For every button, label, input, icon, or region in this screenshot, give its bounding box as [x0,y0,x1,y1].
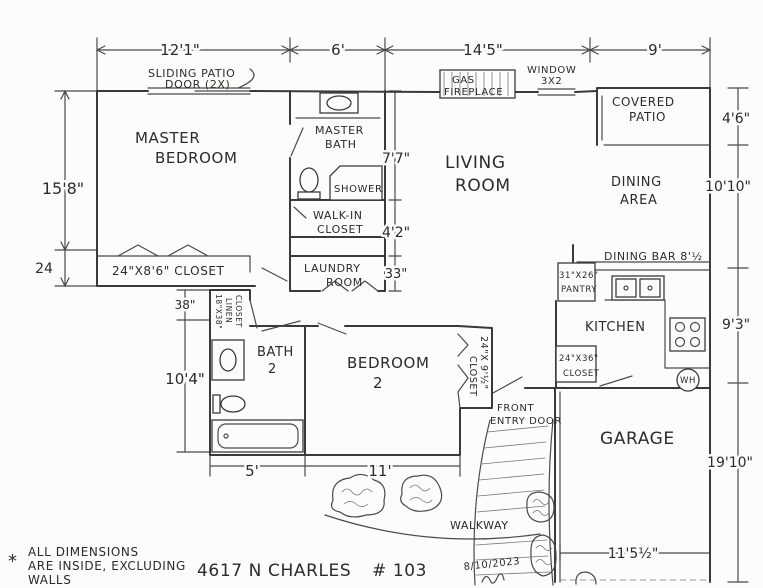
water-heater-circle [676,368,700,392]
dim-right-kitchen: 9'3" [722,317,750,333]
label-fireplace-line2: FIREPLACE [444,87,503,98]
bush-5 [575,571,597,585]
label-front-entry-line1: FRONT [497,403,534,414]
dim-left-closet: 24 [35,261,53,277]
label-pantry-line2: PANTRY [561,285,597,295]
label-bedroom2-line2: 2 [373,374,383,392]
dim-right-patio: 4'6" [722,111,750,127]
fireplace-box [439,69,516,99]
label-kitchen-closet-line2: CLOSET [563,369,600,379]
label-kitchen-closet-line1: 24"X36" [559,354,598,364]
dim-mid-laundry: 33" [385,267,408,282]
dim-bottom-bath2: 5' [245,462,259,480]
dim-top-master: 12'1" [160,41,200,59]
label-dining-bar: DINING BAR 8'½ [604,250,703,263]
label-master-bedroom-line1: MASTER [135,129,200,147]
label-walkway: WALKWAY [450,519,509,532]
label-garage: GARAGE [600,429,675,449]
bush-3 [526,491,555,523]
label-bedroom2-line1: BEDROOM [347,354,430,372]
bath2-toilet [220,395,246,413]
dimension-lines [54,37,749,583]
label-shower: SHOWER [334,184,383,195]
bush-4 [530,534,557,577]
signature [481,573,505,584]
label-bath2-line2: 2 [268,362,277,377]
address: 4617 N CHARLES [197,561,351,581]
sliding-door-arrow [237,68,255,89]
label-dining-area-line1: DINING [611,175,662,190]
label-sliding-door-line2: DOOR (2X) [165,78,230,91]
unit-number: # 103 [372,561,427,581]
label-water-heater: WH [680,376,696,386]
master-toilet [299,167,319,193]
stove [669,317,706,352]
dimension-labels: 12'1" 6' 14'5" 9' 15'8" 24 38" 10'4" 4'6… [33,39,756,565]
master-bath-sink [326,95,352,111]
label-kitchen: KITCHEN [585,320,646,335]
label-walk-in-line1: WALK-IN [313,209,363,222]
dim-left-linen: 38" [175,298,196,312]
dim-mid-bath: 7'7" [382,151,410,167]
walkway-right-edge [548,419,554,586]
label-walk-in-line2: CLOSET [317,223,363,236]
dim-mid-closet: 4'2" [382,225,410,241]
dim-top-patio: 9' [648,41,662,59]
label-laundry-line2: ROOM [326,276,363,289]
note-asterisk: * [8,551,18,572]
label-covered-patio-line1: COVERED [612,95,675,109]
walkway-curve [324,514,541,540]
walkway-left-edge [473,419,491,586]
label-living-room-line2: ROOM [455,176,511,196]
label-bath2-line1: BATH [257,345,294,360]
label-window-line1: WINDOW [527,65,576,76]
pantry-box [557,262,596,302]
label-master-bedroom-line2: BEDROOM [155,149,238,167]
label-sliding-door-line1: SLIDING PATIO [148,67,235,80]
label-living-room-line1: LIVING [445,153,506,173]
bush-1 [330,473,386,518]
master-toilet-tank [297,191,321,200]
label-front-entry-line2: ENTRY DOOR [490,416,562,427]
dim-left-master: 15'8" [42,179,84,198]
note-line2: ARE INSIDE, EXCLUDING [28,559,186,573]
label-linen-size: 18"X38" [214,294,223,329]
label-fireplace-line1: GAS [452,75,475,86]
label-pantry-line1: 31"X26" [559,271,598,281]
dim-right-garage: 19'10" [707,455,753,471]
footer: * ALL DIMENSIONS ARE INSIDE, EXCLUDING W… [8,545,521,587]
kitchen-sink-basin-left [615,278,637,298]
label-master-bath-line2: BATH [325,138,357,151]
label-laundry-line1: LAUNDRY [304,262,361,275]
kitchen-closet-box [555,345,597,383]
label-master-bath-line1: MASTER [315,124,364,137]
note-line1: ALL DIMENSIONS [28,545,139,559]
bush-2 [400,474,443,512]
fixtures [211,69,706,453]
dim-top-living: 14'5" [463,41,503,59]
landscape [237,68,597,586]
label-window-line2: 3X2 [541,76,562,87]
label-linen-line2: LINEN [224,298,233,323]
label-dining-area-line2: AREA [620,193,657,208]
bath2-sink [219,348,237,372]
room-labels: SLIDING PATIO DOOR (2X) GAS FIREPLACE WI… [112,65,703,532]
dim-bottom-bedroom2: 11' [368,462,391,480]
note-line3: WALLS [28,573,71,587]
label-linen-line3: CLOSET [234,295,243,328]
kitchen-sink-basin-right [639,278,661,298]
walls [96,87,711,583]
label-bedroom2-closet-size: 24"X 9'½" [478,336,489,390]
label-bedroom2-closet: CLOSET [467,356,478,397]
dim-top-bath: 6' [331,41,345,59]
dim-right-dining: 10'10" [705,179,751,195]
shower-stall [329,165,383,201]
bath2-tub [211,419,304,453]
dim-left-bath2: 10'4" [165,370,205,388]
label-covered-patio-line2: PATIO [629,110,666,124]
bath2-toilet-tank [212,394,221,414]
dim-bottom-garage: 11'5½" [608,546,659,562]
label-master-closet: 24"X8'6" CLOSET [112,264,225,278]
